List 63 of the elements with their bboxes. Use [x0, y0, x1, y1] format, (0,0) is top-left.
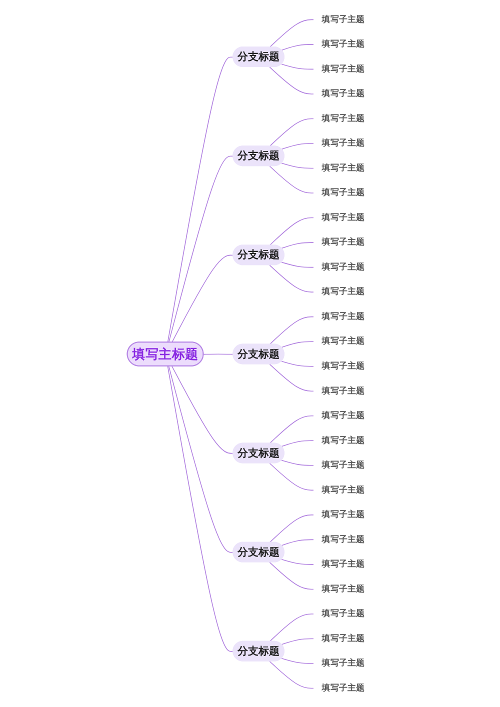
connector [281, 242, 314, 248]
node-text: 填写子主题 [322, 162, 365, 173]
node-text: 填写子主题 [322, 410, 365, 420]
connector [269, 216, 314, 246]
connector [167, 56, 234, 342]
connector [269, 660, 314, 688]
connector [281, 63, 314, 70]
node-text: 填写子主题 [322, 14, 365, 24]
connector [203, 353, 234, 354]
node-text: 填写子主题 [322, 633, 365, 644]
connector [269, 264, 314, 292]
node-text: 填写子主题 [322, 113, 365, 124]
connector [281, 360, 314, 366]
connector [281, 658, 314, 664]
connector [281, 261, 314, 268]
node-text: 填写子主题 [322, 262, 365, 272]
connector [269, 118, 314, 146]
node-text: 填写子主题 [322, 187, 365, 198]
connector [281, 459, 314, 466]
node-text: 填写子主题 [322, 509, 365, 520]
connector [269, 462, 314, 490]
connector [281, 440, 314, 446]
connector [281, 142, 314, 150]
node-text: 填写子主题 [322, 658, 365, 668]
connector [168, 365, 234, 552]
node-text: 填写子主题 [322, 138, 365, 148]
connector [281, 558, 314, 564]
node-text: 填写子主题 [322, 64, 365, 74]
node-text: 填写子主题 [322, 311, 365, 322]
connector [269, 165, 314, 193]
node-text: 填写子主题 [322, 386, 365, 396]
connector [172, 254, 234, 342]
node-text: 填写子主题 [322, 534, 365, 544]
node-text: 填写子主题 [322, 460, 365, 470]
node-text: 填写子主题 [322, 336, 365, 346]
connector [281, 340, 314, 348]
connector [269, 561, 314, 590]
connector [269, 415, 314, 444]
connector [269, 613, 314, 642]
node-text: 填写子主题 [322, 558, 365, 569]
connector [281, 538, 314, 546]
node-text: 填写子主题 [322, 484, 365, 494]
node-text: 填写子主题 [322, 360, 365, 371]
connector [281, 638, 314, 644]
connector [269, 514, 314, 542]
connector [167, 365, 234, 652]
connector [269, 18, 314, 48]
node-text: 填写子主题 [322, 88, 365, 98]
node-text: 填写子主题 [322, 236, 365, 247]
connector [172, 365, 234, 454]
connector [168, 155, 234, 342]
node-text: 填写子主题 [322, 608, 365, 618]
node-text: 填写子主题 [322, 286, 365, 296]
connector [281, 162, 314, 168]
connector [269, 66, 314, 94]
connector [269, 316, 314, 344]
node-text: 填写子主题 [322, 682, 365, 693]
connector [269, 363, 314, 392]
node-text: 填写子主题 [322, 584, 365, 594]
connector [281, 44, 314, 50]
node-text: 填写子主题 [322, 435, 365, 445]
node-text: 填写子主题 [322, 38, 365, 49]
node-text: 填写子主题 [322, 212, 365, 222]
